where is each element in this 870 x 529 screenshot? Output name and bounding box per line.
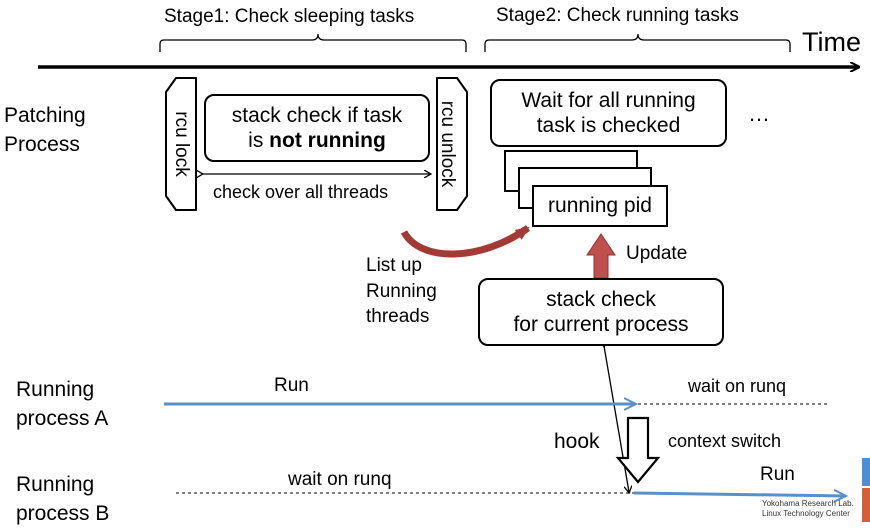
stack-check-not-running-box: stack check if task is not running <box>204 94 430 162</box>
stage1-label: Stage1: Check sleeping tasks <box>164 6 415 27</box>
rcu-unlock-label: rcu unlock <box>437 100 458 188</box>
rcu-lock-shape <box>165 77 197 211</box>
stack-check-current-line2: for current process <box>513 313 689 336</box>
stage2-label: Stage2: Check running tasks <box>496 5 739 26</box>
rcu-lock-label: rcu lock <box>171 111 192 177</box>
list-up-line1: List up <box>366 255 422 276</box>
stack-check-line2-prefix: is <box>248 129 270 152</box>
stage1-brace <box>159 33 467 52</box>
process-a-wait-label: wait on runq <box>688 376 787 396</box>
update-label: Update <box>626 243 688 264</box>
update-arrow <box>586 233 616 279</box>
context-switch-label: context switch <box>668 431 782 451</box>
process-b-run-label: Run <box>760 464 795 485</box>
footer-lab-line1: Yokohama Research Lab. <box>762 499 854 508</box>
patching-process-line2: Process <box>4 133 80 156</box>
wait-line2: task is checked <box>536 114 681 137</box>
stack-check-line2: is not running <box>232 128 402 153</box>
wait-running-box: Wait for all running task is checked <box>490 79 727 147</box>
process-b-run-line <box>633 493 846 496</box>
more-ellipsis: … <box>748 101 770 126</box>
process-a-run-label: Run <box>274 375 309 396</box>
footer-blue-bar <box>862 458 870 486</box>
stack-check-line1: stack check if task <box>231 103 403 127</box>
list-up-line2: Running <box>366 281 437 302</box>
list-up-line3: threads <box>366 306 430 327</box>
process-a-label-line2: process A <box>16 407 109 430</box>
stack-check-current-line1: stack check <box>546 287 656 311</box>
footer-red-bar <box>862 488 870 522</box>
process-b-wait-label: wait on runq <box>288 469 392 490</box>
running-pid-card: running pid <box>532 185 668 227</box>
rcu-unlock-shape <box>436 77 468 211</box>
not-running-emphasis: not running <box>269 129 386 152</box>
stack-check-current-box: stack check for current process <box>478 278 724 346</box>
process-b-label-line2: process B <box>16 502 110 525</box>
wait-line1: Wait for all running <box>521 88 696 112</box>
hook-line <box>604 346 629 492</box>
patching-process-line1: Patching <box>4 104 86 127</box>
process-a-label-line1: Running <box>16 378 95 401</box>
context-switch-arrow <box>615 416 661 484</box>
stage2-brace <box>484 33 791 52</box>
check-over-threads-label: check over all threads <box>213 182 389 202</box>
process-b-label-line1: Running <box>16 473 95 496</box>
list-up-curve-arrow <box>400 225 531 258</box>
footer-lab-line2: Linux Technology Center <box>762 509 850 518</box>
running-pid-label: running pid <box>548 194 652 217</box>
hook-label: hook <box>554 430 600 453</box>
time-label: Time <box>802 27 861 57</box>
